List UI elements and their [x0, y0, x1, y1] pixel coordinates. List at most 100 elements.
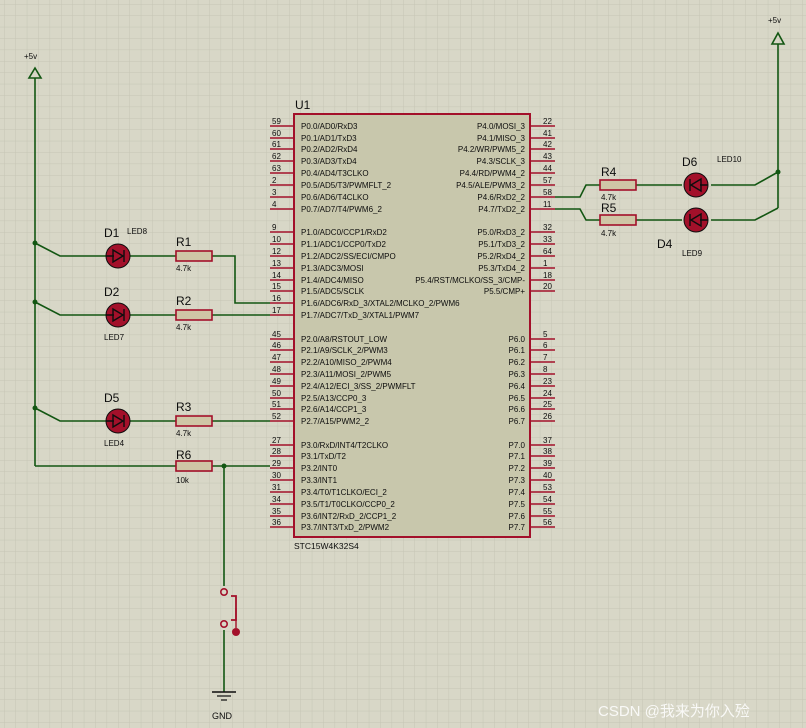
- mcu-pin-right[interactable]: 6P6.1: [509, 341, 555, 355]
- pin-number: 12: [272, 247, 281, 256]
- pin-label: P0.5/AD5/T3/PWMFLT_2: [301, 181, 392, 190]
- led-part: LED7: [104, 333, 125, 342]
- led-d1[interactable]: D1 LED8: [104, 226, 148, 269]
- led-d2[interactable]: D2 LED7: [104, 285, 131, 342]
- mcu-pin-left[interactable]: 3P0.6/AD6/T4CLKO: [270, 188, 369, 202]
- mcu-pin-right[interactable]: 7P6.2: [509, 353, 555, 367]
- resistor-r6[interactable]: R6 10k: [175, 448, 213, 485]
- pin-label: P0.1/AD1/TxD3: [301, 134, 357, 143]
- resistor-r2[interactable]: R2 4.7k: [175, 294, 213, 332]
- junctions: [32, 169, 781, 469]
- pin-label: P3.0/RxD/INT4/T2CLKO: [301, 441, 388, 450]
- pin-label: P3.7/INT3/TxD_2/PWM2: [301, 523, 390, 532]
- power-right[interactable]: +5v: [768, 16, 786, 45]
- mcu-pin-right[interactable]: 1P5.3/TxD4_2: [478, 259, 555, 273]
- resistor-r3[interactable]: R3 4.7k: [175, 400, 213, 438]
- push-button[interactable]: [220, 587, 240, 636]
- resistor-ref: R4: [601, 165, 617, 179]
- mcu-pin-right[interactable]: 5P6.0: [509, 330, 555, 344]
- led-part: LED10: [717, 155, 742, 164]
- pin-label: P5.2/RxD4_2: [477, 252, 525, 261]
- mcu-pin-left[interactable]: 9P1.0/ADC0/CCP1/RxD2: [270, 223, 387, 237]
- led-d5[interactable]: D5 LED4: [104, 391, 131, 448]
- pin-label: P6.6: [509, 405, 526, 414]
- pin-label: P3.1/TxD/T2: [301, 452, 346, 461]
- resistor-r1[interactable]: R1 4.7k: [175, 235, 213, 273]
- led-d4[interactable]: D4 LED9: [657, 207, 709, 258]
- junction-dot: [32, 240, 38, 246]
- ground[interactable]: GND: [212, 691, 236, 721]
- mcu-pin-right[interactable]: 8P6.3: [509, 365, 555, 379]
- pin-label: P3.5/T1/T0CLKO/CCP0_2: [301, 500, 395, 509]
- led-d6[interactable]: D6 LED10: [682, 155, 742, 198]
- mcu-u1[interactable]: U1 STC15W4K32S4 59P0.0/AD0/RxD360P0.1/AD…: [270, 98, 555, 551]
- pin-label: P7.0: [509, 441, 526, 450]
- pin-label: P4.5/ALE/PWM3_2: [456, 181, 525, 190]
- resistor-value: 4.7k: [176, 264, 192, 273]
- mcu-pin-left[interactable]: 2P0.5/AD5/T3/PWMFLT_2: [270, 176, 392, 190]
- pin-number: 24: [543, 389, 552, 398]
- resistor-r4[interactable]: R4 4.7k: [599, 165, 637, 202]
- resistor-r5[interactable]: R5 4.7k: [599, 201, 637, 238]
- wire-d5-branch: [34, 407, 106, 422]
- pin-label: P4.7/TxD2_2: [478, 205, 525, 214]
- wire-d1-branch: [34, 242, 106, 257]
- mcu-right-pins: 22P4.0/MOSI_341P4.1/MISO_342P4.2/WR/PWM5…: [415, 117, 555, 532]
- power-left[interactable]: +5v: [24, 52, 43, 79]
- mcu-pin-left[interactable]: 4P0.7/AD7/T4/PWM6_2: [270, 200, 382, 214]
